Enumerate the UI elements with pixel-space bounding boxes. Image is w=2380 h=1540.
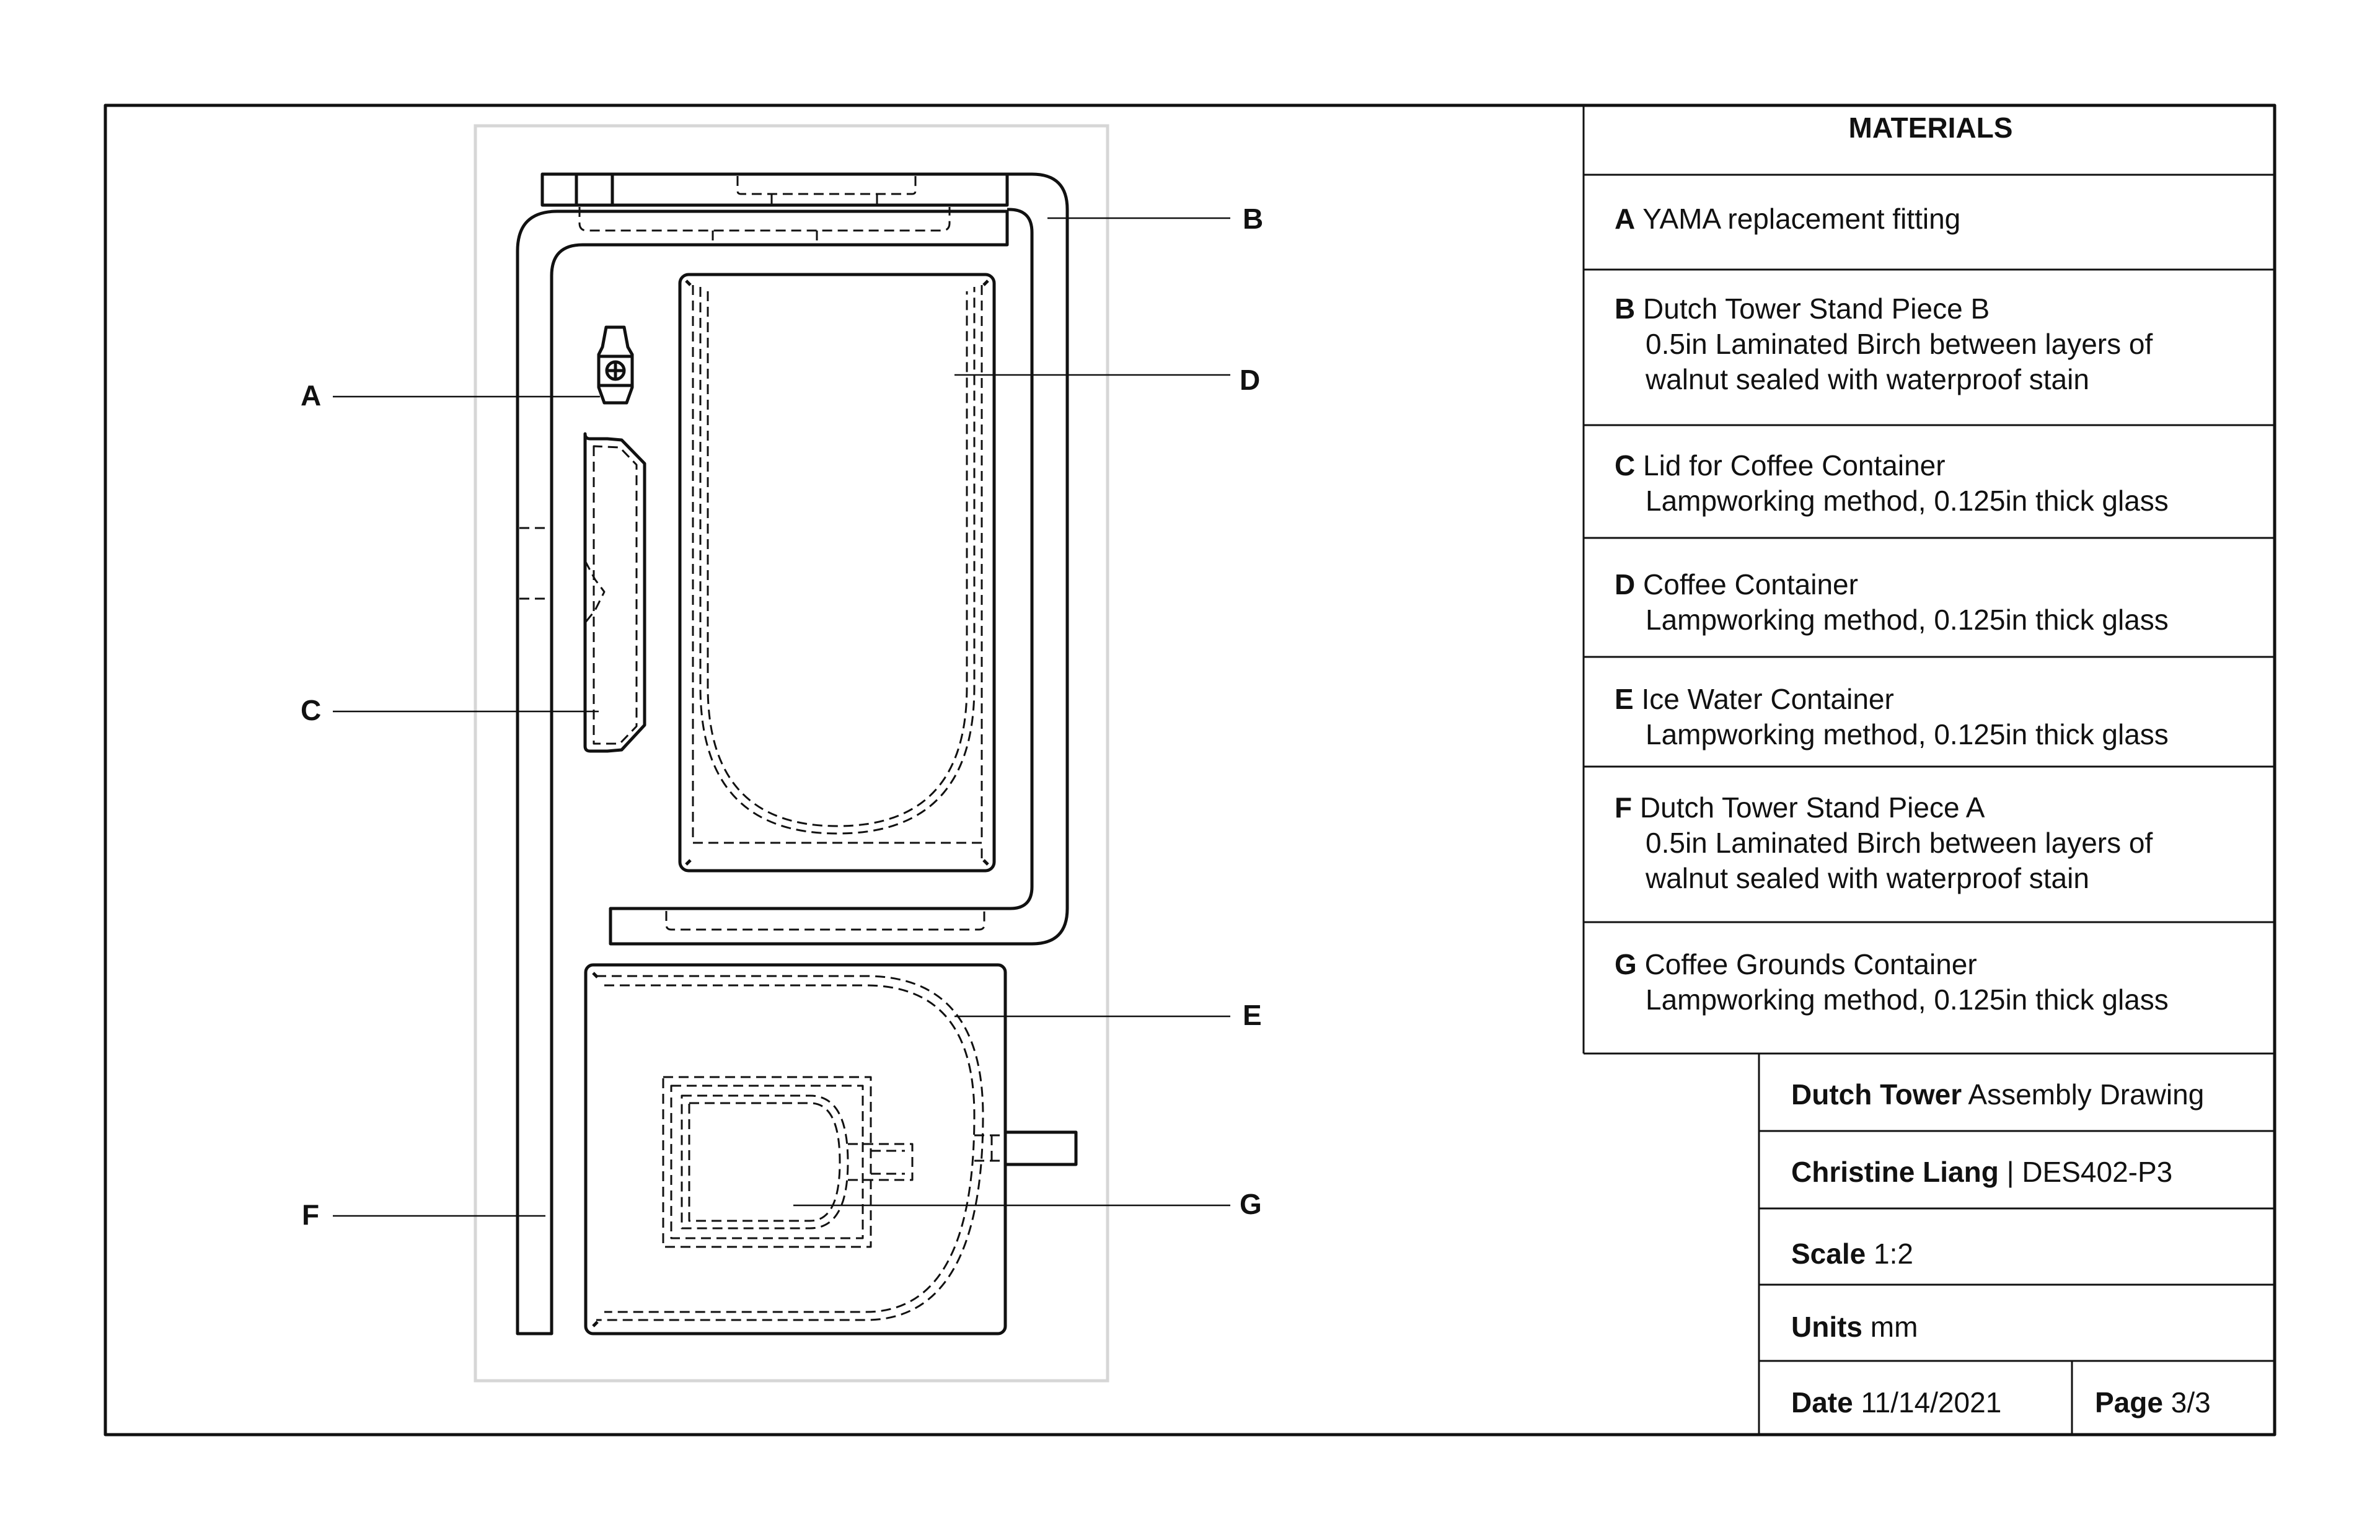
units-label: Units	[1791, 1311, 1862, 1343]
author-name: Christine Liang	[1791, 1156, 1999, 1188]
callout-g: G	[1240, 1188, 1262, 1220]
callout-b: B	[1243, 203, 1264, 235]
date-line: Date 11/14/2021	[1791, 1388, 2001, 1417]
material-item-c: C Lid for Coffee Container Lampworking m…	[1615, 448, 2284, 519]
materials-table	[1582, 105, 2275, 1055]
material-desc-line: Lampworking method, 0.125in thick glass	[1646, 718, 2169, 750]
ice-water-container-e	[584, 963, 1078, 1335]
material-desc-line: 0.5in Laminated Birch between layers of	[1646, 328, 2153, 360]
material-item-e: E Ice Water Container Lampworking method…	[1615, 682, 2284, 752]
callout-a: A	[301, 379, 322, 411]
material-desc-line: Lampworking method, 0.125in thick glass	[1646, 604, 2169, 636]
material-name: Coffee Container	[1643, 568, 1858, 601]
material-letter: D	[1615, 568, 1636, 601]
project-title: Dutch Tower Assembly Drawing	[1791, 1080, 2204, 1109]
materials-title: MATERIALS	[1848, 112, 2013, 144]
material-letter: A	[1615, 203, 1636, 235]
project-subtitle: Assembly Drawing	[1962, 1078, 2205, 1111]
page-label: Page	[2095, 1386, 2163, 1419]
material-name: Lid for Coffee Container	[1643, 449, 1946, 482]
units-line: Units mm	[1791, 1313, 1918, 1341]
material-desc-line: Lampworking method, 0.125in thick glass	[1646, 983, 2169, 1016]
material-name: Dutch Tower Stand Piece A	[1639, 791, 1985, 824]
material-item-a: A YAMA replacement fitting	[1615, 201, 2284, 237]
material-name: Coffee Grounds Container	[1644, 948, 1977, 980]
scale-label: Scale	[1791, 1238, 1866, 1270]
date-label: Date	[1791, 1386, 1853, 1419]
view-frame	[474, 124, 1109, 1383]
units-value: mm	[1862, 1311, 1918, 1343]
material-desc-line: Lampworking method, 0.125in thick glass	[1646, 485, 2169, 517]
material-letter: G	[1615, 948, 1637, 980]
callout-d: D	[1240, 364, 1261, 396]
callout-c: C	[301, 694, 322, 726]
material-desc-line: walnut sealed with waterproof stain	[1646, 363, 2089, 395]
scale-line: Scale 1:2	[1791, 1239, 1913, 1268]
material-item-d: D Coffee Container Lampworking method, 0…	[1615, 567, 2284, 638]
material-item-b: B Dutch Tower Stand Piece B 0.5in Lamina…	[1615, 291, 2284, 397]
material-item-g: G Coffee Grounds Container Lampworking m…	[1615, 947, 2284, 1018]
stand-piece-b	[540, 172, 1069, 946]
material-letter: B	[1615, 293, 1636, 325]
callout-e: E	[1243, 999, 1262, 1031]
stand-piece-f	[516, 209, 1009, 1335]
yama-fitting-a	[597, 325, 634, 405]
material-desc-line: walnut sealed with waterproof stain	[1646, 862, 2089, 894]
material-desc-line: 0.5in Laminated Birch between layers of	[1646, 827, 2153, 859]
material-name: YAMA replacement fitting	[1642, 203, 1961, 235]
coffee-container-d	[678, 273, 996, 873]
course-code: | DES402-P3	[1998, 1156, 2173, 1188]
date-value: 11/14/2021	[1853, 1386, 2002, 1419]
material-name: Ice Water Container	[1641, 683, 1894, 715]
material-letter: C	[1615, 449, 1636, 482]
material-name: Dutch Tower Stand Piece B	[1643, 293, 1990, 325]
sheet-border	[104, 103, 2276, 1437]
callout-f: F	[302, 1199, 320, 1231]
scale-value: 1:2	[1866, 1238, 1913, 1270]
material-letter: F	[1615, 791, 1633, 824]
author-line: Christine Liang | DES402-P3	[1791, 1158, 2172, 1186]
page-value: 3/3	[2162, 1386, 2211, 1419]
material-letter: E	[1615, 683, 1634, 715]
material-item-f: F Dutch Tower Stand Piece A 0.5in Lamina…	[1615, 790, 2284, 896]
page-line: Page 3/3	[2095, 1388, 2211, 1417]
lid-c	[583, 432, 646, 753]
title-block	[1758, 1054, 2275, 1435]
project-name: Dutch Tower	[1791, 1078, 1962, 1111]
